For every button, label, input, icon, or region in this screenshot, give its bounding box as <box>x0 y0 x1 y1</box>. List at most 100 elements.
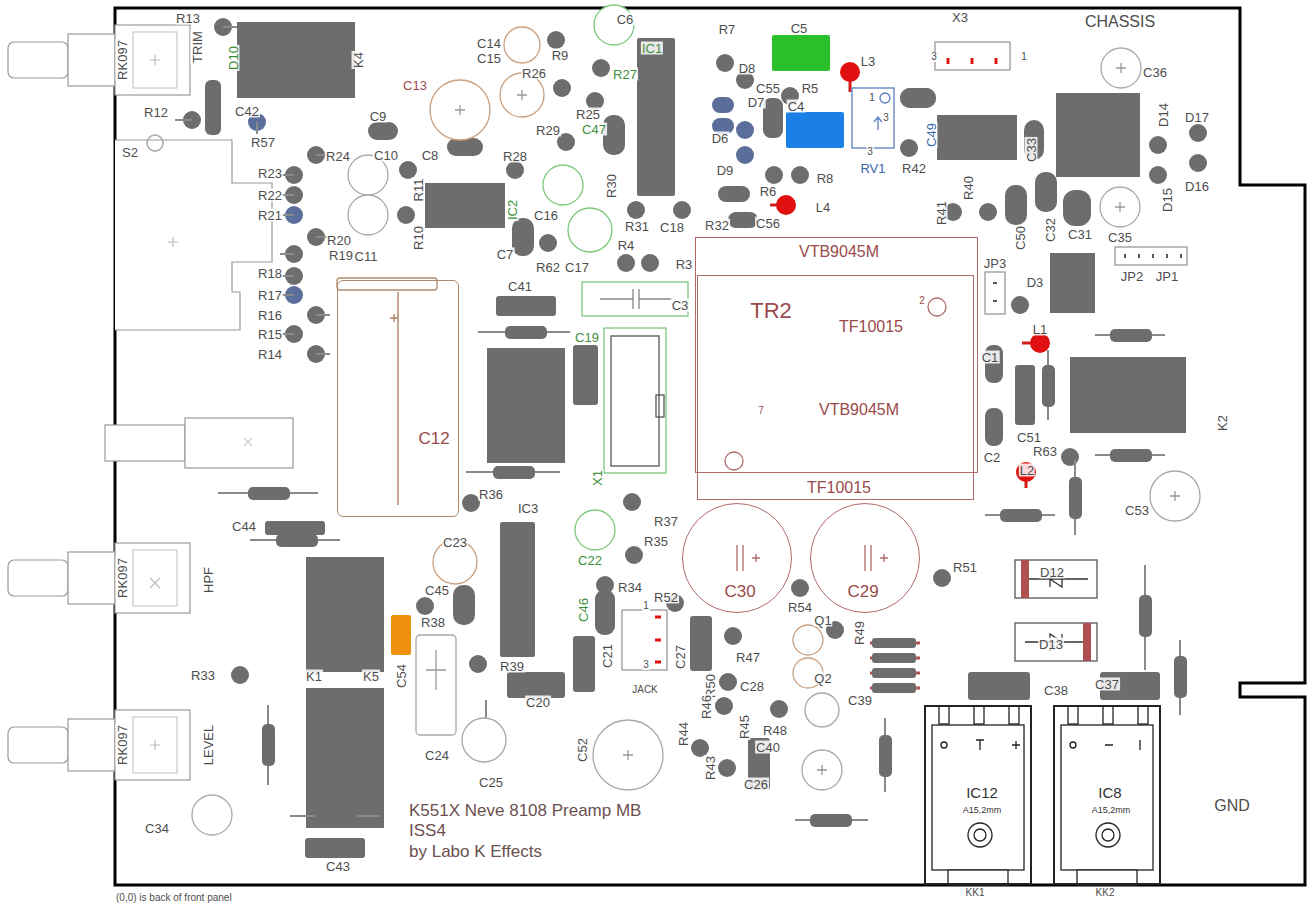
part-label: C37 <box>1094 678 1120 691</box>
component-outline: TR2TF10015TF10015 <box>697 275 974 500</box>
component-pad <box>900 139 918 157</box>
connector-outline <box>115 140 272 330</box>
part-label: R27 <box>612 68 638 81</box>
board-outline <box>115 8 1305 885</box>
resistor-body <box>1139 595 1152 637</box>
coloured-part <box>786 112 844 148</box>
part-label: 1 <box>642 601 650 611</box>
resistor-lead <box>175 27 330 354</box>
part-label: C55 <box>755 82 781 95</box>
connector-housing <box>1124 254 1182 258</box>
part-label: C18 <box>659 221 685 234</box>
part-label: R15 <box>257 328 283 341</box>
electrolytic-capacitor <box>192 5 1200 835</box>
component-pad <box>596 576 614 594</box>
heatsink <box>1077 870 1137 885</box>
component-pad <box>496 296 556 316</box>
part-label: R49 <box>853 620 866 646</box>
part-label: R42 <box>901 162 927 175</box>
resistor-body <box>879 735 892 777</box>
potentiometer <box>8 560 68 596</box>
part-label: R20 <box>326 234 352 247</box>
resistor-body <box>276 534 318 547</box>
part-label: R34 <box>617 581 643 594</box>
capacitor-outline <box>337 278 888 571</box>
heatsink <box>1105 740 1140 750</box>
part-label: C7 <box>496 248 515 261</box>
part-label: C49 <box>925 122 938 148</box>
part-label: GND <box>1213 798 1251 814</box>
component-pad <box>500 522 535 657</box>
part-label: 3 <box>642 660 650 670</box>
potentiometer <box>133 550 177 606</box>
header-pins <box>872 668 916 678</box>
part-label: C28 <box>739 680 765 693</box>
part-label: TR2 <box>749 300 793 322</box>
part-label: R35 <box>643 535 669 548</box>
part-label: C53 <box>1124 504 1150 517</box>
part-label: C50 <box>1014 225 1027 251</box>
part-label: R48 <box>762 724 788 737</box>
part-label: JACK <box>631 685 659 695</box>
part-label: R8 <box>816 172 835 185</box>
component-pad <box>791 166 809 184</box>
part-label: R11 <box>412 178 425 203</box>
part-label: C54 <box>395 663 408 689</box>
component-pad <box>724 627 742 645</box>
connector-housing <box>1021 560 1029 598</box>
electrolytic-capacitor <box>594 5 634 45</box>
component-pad <box>237 22 355 98</box>
component-pad <box>1015 365 1035 425</box>
resistor-body <box>810 814 852 827</box>
header-pins <box>872 683 916 693</box>
resistor-body <box>1110 329 1152 342</box>
heatsink <box>974 829 986 841</box>
part-label: L2 <box>1019 464 1035 477</box>
part-label: D10 <box>227 45 240 71</box>
part-label: D7 <box>747 96 766 109</box>
component-pad <box>716 54 734 72</box>
connector-housing <box>600 289 672 309</box>
heatsink <box>968 823 992 847</box>
component-pad <box>1056 93 1140 177</box>
part-label: R63 <box>1032 445 1058 458</box>
part-label: A15,2mm <box>1091 806 1132 815</box>
resistor-body <box>315 810 357 823</box>
part-label: C10 <box>373 149 399 162</box>
part-label: R32 <box>704 219 730 232</box>
component-pad <box>1189 154 1207 172</box>
component-pad <box>690 616 712 671</box>
electrolytic-capacitor <box>805 693 839 727</box>
component-pad <box>447 138 483 156</box>
component-pad <box>933 569 951 587</box>
component-pad <box>1050 253 1095 313</box>
component-pad <box>900 88 936 108</box>
part-label: D16 <box>1184 180 1210 193</box>
component-pad <box>937 115 1017 160</box>
component-pad <box>1011 296 1029 314</box>
coloured-part <box>391 35 1050 655</box>
connector-housing <box>655 617 661 662</box>
part-label: R24 <box>325 150 351 163</box>
part-label: JP1 <box>1155 270 1179 283</box>
component-pad <box>791 579 809 597</box>
component-pad <box>765 166 783 184</box>
resistor-body <box>248 487 290 500</box>
component-pad <box>469 655 487 673</box>
part-label: D14 <box>1157 102 1170 128</box>
heatsink <box>1096 823 1120 847</box>
resistor-lead <box>175 27 1180 820</box>
part-label: C31 <box>1067 228 1093 241</box>
connector-housing <box>880 93 890 103</box>
part-label: C41 <box>507 280 533 293</box>
part-label: C21 <box>601 643 614 669</box>
connector-housing <box>147 135 163 151</box>
connector-housing <box>1115 247 1187 265</box>
part-label: IC1 <box>641 42 663 55</box>
part-label: R25 <box>575 108 601 121</box>
part-label: HPF <box>202 566 215 594</box>
part-label: R29 <box>535 124 561 137</box>
part-label: C39 <box>847 694 873 707</box>
component-pad <box>397 206 415 224</box>
